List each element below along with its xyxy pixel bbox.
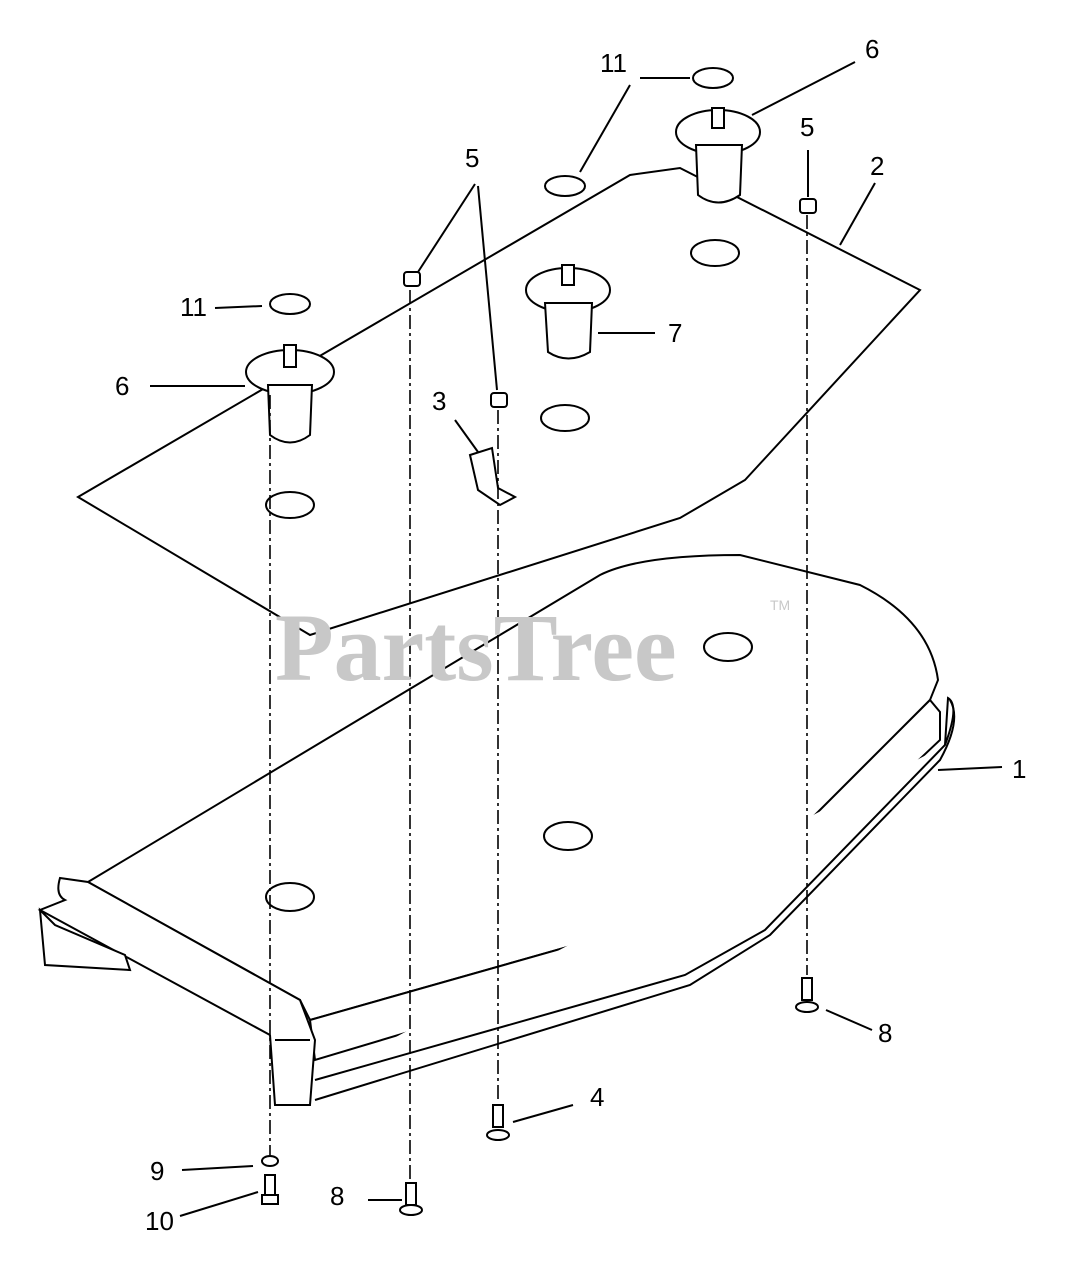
spindle-assembly-right <box>675 107 761 204</box>
bolt-10 <box>261 1174 279 1205</box>
callout-5-left: 5 <box>465 143 479 173</box>
leader-lines <box>150 61 1003 1217</box>
washer-9 <box>261 1155 279 1167</box>
callout-2: 2 <box>870 151 884 181</box>
callout-11-top: 11 <box>600 48 627 78</box>
bolt-8-left <box>399 1182 423 1216</box>
nut-right <box>799 198 817 214</box>
bracket <box>468 446 518 507</box>
callout-10: 10 <box>145 1206 174 1236</box>
callout-3: 3 <box>432 386 446 416</box>
callout-8-left: 8 <box>330 1181 344 1211</box>
watermark-trademark: TM <box>770 597 790 613</box>
callout-6-left: 6 <box>115 371 129 401</box>
callout-6-right: 6 <box>865 34 879 64</box>
bolt-4 <box>486 1104 510 1141</box>
callout-9: 9 <box>150 1156 164 1186</box>
callout-11-left: 11 <box>180 292 207 322</box>
nut-center <box>490 392 508 408</box>
washer-right <box>692 67 734 89</box>
washer-center <box>544 175 586 197</box>
washer-left <box>269 293 311 315</box>
callout-7: 7 <box>668 318 682 348</box>
spindle-assembly-center <box>525 264 611 360</box>
spindle-assembly-left <box>245 344 335 444</box>
callout-5-right: 5 <box>800 112 814 142</box>
callout-1: 1 <box>1012 754 1026 784</box>
mower-deck-housing <box>37 553 956 1106</box>
callout-8-right: 8 <box>878 1018 892 1048</box>
watermark-text: PartsTree <box>275 594 677 701</box>
nut-left <box>403 271 421 287</box>
bolt-8-right <box>795 977 819 1013</box>
callout-4: 4 <box>590 1082 604 1112</box>
assembly-centerlines <box>269 215 808 1180</box>
